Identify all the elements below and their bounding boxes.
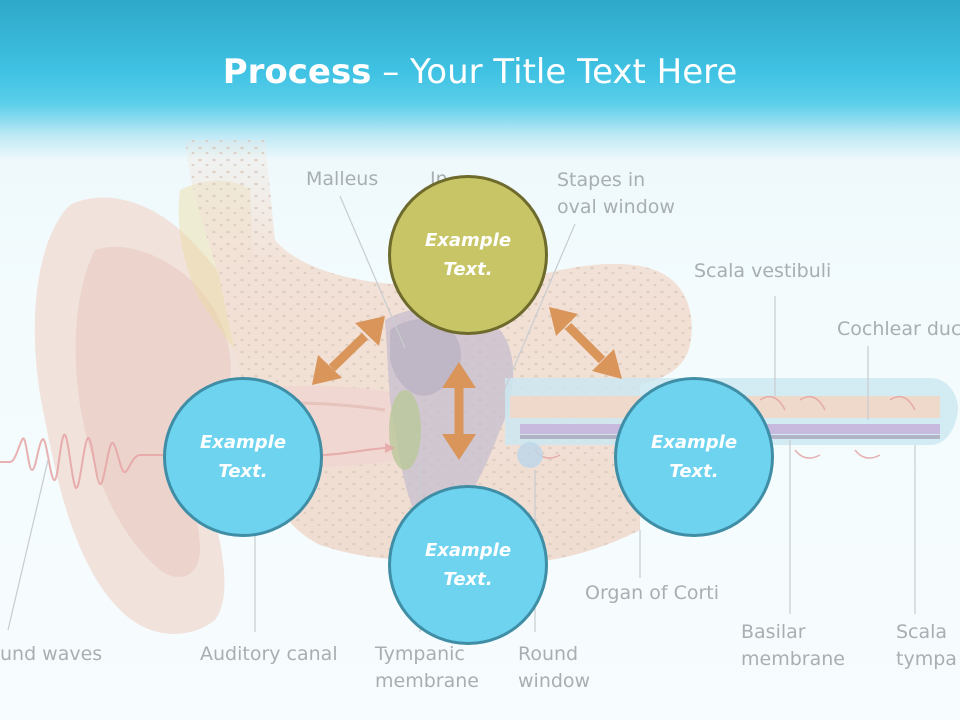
arrow-vertical-head-b [442, 434, 476, 460]
label-scala-tympani: Scala tympa [896, 621, 957, 670]
arrow-left-top-line [328, 332, 369, 372]
label-stapes: Stapes in oval window [557, 169, 675, 218]
node-right[interactable]: Example Text. [614, 377, 774, 537]
slide-title-rest: – Your Title Text Here [371, 52, 738, 92]
label-scala-vestibuli: Scala vestibuli [694, 260, 832, 282]
arrow-right-top-head-b [592, 349, 622, 379]
arrow-left-top-head-b [355, 316, 385, 346]
node-top-text: Example Text. [424, 230, 512, 280]
label-basilar-membrane: Basilar membrane [741, 621, 845, 670]
slide-title-bold: Process [222, 52, 372, 92]
node-left-text: Example Text. [199, 432, 287, 482]
label-malleus: Malleus [306, 168, 379, 190]
arrow-right-top-head-a [549, 307, 578, 336]
title-banner [0, 0, 960, 160]
node-top[interactable]: Example Text. [388, 175, 548, 335]
label-sound-waves: und waves [0, 643, 103, 665]
label-auditory-canal: Auditory canal [200, 643, 338, 665]
label-round-window: Round window [518, 643, 591, 692]
label-tympanic-membrane: Tympanic membrane [375, 643, 479, 692]
node-bottom[interactable]: Example Text. [388, 485, 548, 645]
slide-title: Process – Your Title Text Here [0, 52, 960, 92]
node-left[interactable]: Example Text. [163, 377, 323, 537]
arrow-vertical-head-a [442, 362, 476, 388]
arrow-right-top-line [564, 322, 606, 364]
arrow-left-top-head-a [312, 355, 342, 385]
label-cochlear-duct: Cochlear duc [837, 318, 960, 340]
node-right-text: Example Text. [650, 432, 738, 482]
label-organ-of-corti: Organ of Corti [585, 582, 720, 604]
node-bottom-text: Example Text. [424, 540, 512, 590]
